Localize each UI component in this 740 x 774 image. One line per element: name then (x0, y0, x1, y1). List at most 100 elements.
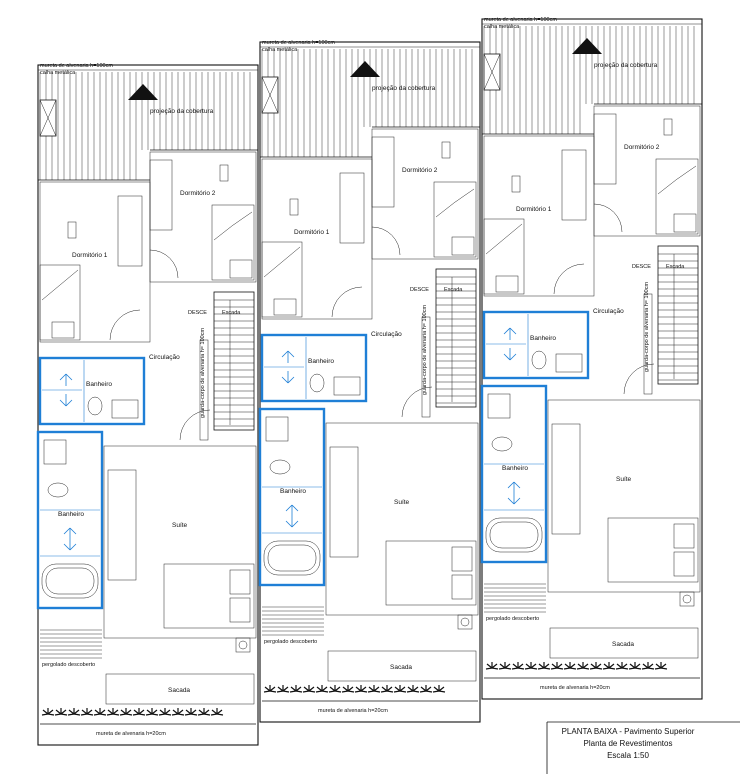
balcony-label: Sacada (390, 664, 412, 671)
wardrobe (551, 423, 581, 535)
balcony-outline (105, 673, 255, 705)
plant-icon (158, 708, 172, 716)
title-line-2: Planta de Revestimentos (584, 739, 673, 748)
bathroom-1-highlight (260, 333, 368, 403)
pergola-hatch (262, 606, 324, 636)
plant-icon (67, 708, 81, 716)
chair-icon (441, 141, 451, 159)
bathroom-2-highlight (480, 384, 548, 564)
plant-icon (419, 685, 433, 693)
balcony-label: Sacada (168, 687, 190, 694)
low-wall-label: mureta de alvenaria h=20cm (318, 708, 388, 714)
title-line-1: PLANTA BAIXA - Pavimento Superior (562, 727, 695, 736)
door-swing (553, 263, 585, 295)
bed-icon (39, 264, 81, 341)
gutter-label: calha metálica (40, 70, 76, 76)
guardrail-wall (199, 339, 209, 441)
circulation-label: Circulação (371, 331, 402, 338)
bed-icon (261, 241, 303, 318)
plant-icon (576, 662, 590, 670)
bathroom-2-highlight (258, 407, 326, 587)
guardrail-label: guarda-corpo de alvenaria h= 100cm (644, 282, 650, 372)
ac-unit-icon (457, 614, 473, 630)
plant-icon (210, 708, 224, 716)
title-line-3: Escala 1:50 (607, 751, 649, 760)
plant-icon (380, 685, 394, 693)
pergola-label: pergolado descoberto (42, 662, 95, 668)
stair-label: Escada (444, 287, 463, 293)
plant-icon (641, 662, 655, 670)
plant-icon (184, 708, 198, 716)
bathroom-2-label: Banheiro (502, 465, 528, 472)
ac-unit-icon (679, 591, 695, 607)
plant-icon (171, 708, 185, 716)
plants-row (41, 708, 224, 716)
plant-icon (93, 708, 107, 716)
bedroom-1-outline (483, 135, 595, 297)
suite-label: Suíte (616, 476, 632, 483)
staircase (213, 291, 255, 431)
sink-icon (265, 416, 289, 442)
bed-icon (385, 540, 477, 606)
outer-wall (259, 41, 481, 723)
bed-icon (607, 517, 699, 583)
arrow-icon (507, 481, 521, 494)
roof-hatch (483, 26, 695, 134)
wardrobe (561, 149, 587, 221)
bedroom-1-outline (39, 181, 151, 343)
door-swing (149, 249, 179, 279)
suite-outline (325, 422, 479, 616)
plant-icon (263, 685, 277, 693)
staircase (435, 268, 477, 408)
plant-icon (393, 685, 407, 693)
balcony-outline (549, 627, 699, 659)
plant-icon (498, 662, 512, 670)
sink-icon (111, 399, 139, 419)
nightstand-icon (495, 275, 519, 293)
suite-label: Suíte (172, 522, 188, 529)
door-swing (623, 363, 655, 395)
sink-icon (487, 393, 511, 419)
bedroom-2-label: Dormitório 2 (180, 190, 216, 197)
bathroom-1-label: Banheiro (530, 335, 556, 342)
bed-icon (163, 563, 255, 629)
nightstand-icon (451, 236, 475, 256)
bathroom-2-highlight (36, 430, 104, 610)
nightstand-icon (51, 321, 75, 339)
pillow-icon (229, 569, 251, 595)
bedroom-2-outline (149, 151, 257, 283)
plant-icon (654, 662, 668, 670)
sink-icon (43, 439, 67, 465)
plant-icon (145, 708, 159, 716)
gutter-label: calha metálica (484, 24, 520, 30)
door-swing (593, 203, 623, 233)
plant-icon (367, 685, 381, 693)
circulation-label: Circulação (149, 354, 180, 361)
chair-icon (663, 118, 673, 136)
bathroom-1-highlight (38, 356, 146, 426)
plant-icon (197, 708, 211, 716)
plant-icon (54, 708, 68, 716)
arrow-icon (503, 327, 517, 340)
arrow-icon (63, 527, 77, 540)
pillow-icon (673, 523, 695, 549)
outer-wall (481, 18, 703, 700)
bathtub-icon (263, 540, 321, 576)
bedroom-1-label: Dormitório 1 (294, 229, 330, 236)
nightstand-icon (229, 259, 253, 279)
pillow-icon (451, 574, 473, 600)
roof-hatch (39, 72, 251, 180)
plant-icon (41, 708, 55, 716)
bathroom-1-highlight (482, 310, 590, 380)
north-arrow-icon (572, 38, 602, 54)
door-swing (331, 286, 363, 318)
plant-icon (354, 685, 368, 693)
bathroom-2-label: Banheiro (58, 511, 84, 518)
plant-icon (589, 662, 603, 670)
wall-note-100: mureta de alvenaria h=100cm (484, 17, 557, 23)
plant-icon (615, 662, 629, 670)
title-block: PLANTA BAIXA - Pavimento Superior Planta… (546, 721, 740, 774)
